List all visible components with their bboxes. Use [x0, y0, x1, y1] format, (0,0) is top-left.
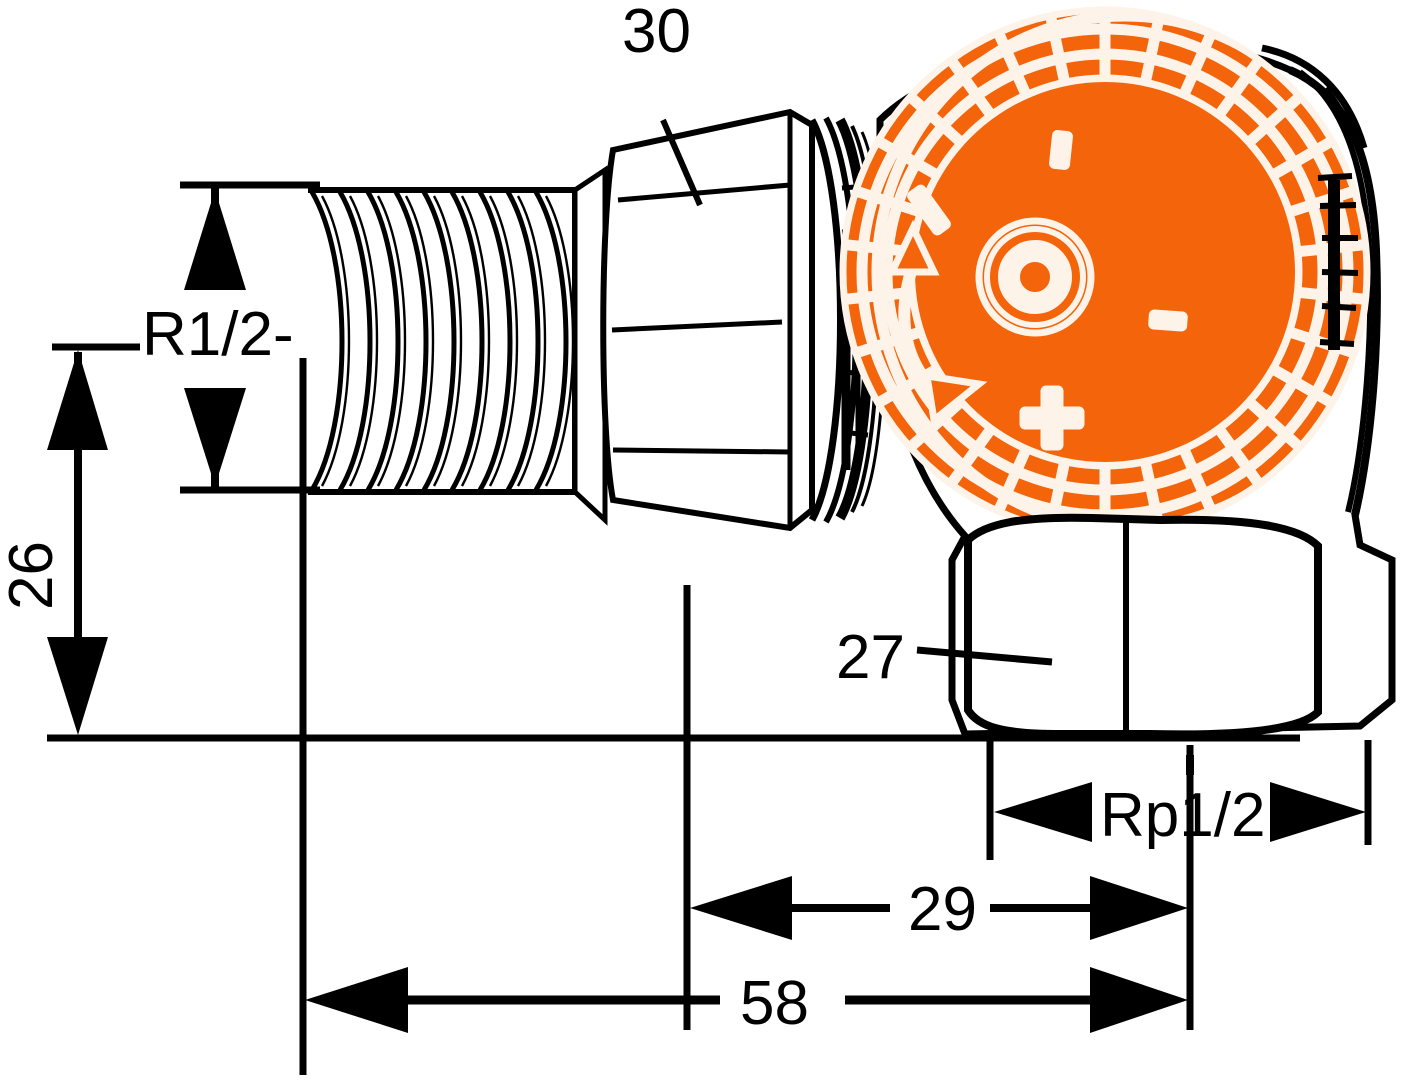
- dimension-label-30: 30: [622, 0, 691, 66]
- dimension-layer: [47, 118, 1372, 1075]
- male-thread-R12: [308, 187, 578, 495]
- dimension-label-26: 26: [0, 541, 66, 610]
- handwheel-face[interactable]: [915, 82, 1295, 462]
- center-outer-ring: [975, 217, 1095, 337]
- lower-hex-nut-27: [964, 513, 1322, 739]
- dimension-27: [916, 646, 1053, 666]
- thermostat-handwheel[interactable]: [832, 0, 1381, 547]
- dimension-label-R12: R1/2-: [142, 300, 294, 369]
- center-dot: [998, 240, 1072, 314]
- leader-line-30: [660, 118, 703, 207]
- handwheel-markings: [886, 130, 1188, 451]
- dimension-30: [660, 118, 703, 207]
- leader-line-27: [916, 646, 1053, 666]
- dimension-26: [47, 343, 140, 735]
- dimension-label-58: 58: [740, 969, 809, 1038]
- dimension-Rp12: [994, 782, 1366, 842]
- center-mid-ring: [984, 226, 1086, 328]
- dimension-29: [690, 876, 1188, 940]
- dimension-label-Rp12: Rp1/2: [1100, 781, 1265, 850]
- tick-mark-right: [1148, 309, 1188, 332]
- dimension-58: [305, 967, 1188, 1033]
- union-nut-hex-30: [600, 108, 815, 532]
- valve-body-group: [308, 0, 1396, 739]
- dimension-text-layer: 30 R1/2- 26 27 Rp1/2 29 58: [0, 0, 1265, 1038]
- dimension-label-29: 29: [908, 875, 977, 944]
- dimension-label-27: 27: [836, 623, 905, 692]
- dimension-R12: [180, 181, 320, 494]
- plus-icon: [1019, 385, 1085, 451]
- center-and-extension-lines: [47, 358, 1372, 1075]
- rotation-arrow-icon: [886, 219, 988, 427]
- thread-shoulder: [572, 165, 608, 526]
- union-nut-facet-lines: [611, 112, 793, 528]
- tick-mark-upper-left: [907, 184, 951, 236]
- tick-mark-top: [1049, 130, 1073, 170]
